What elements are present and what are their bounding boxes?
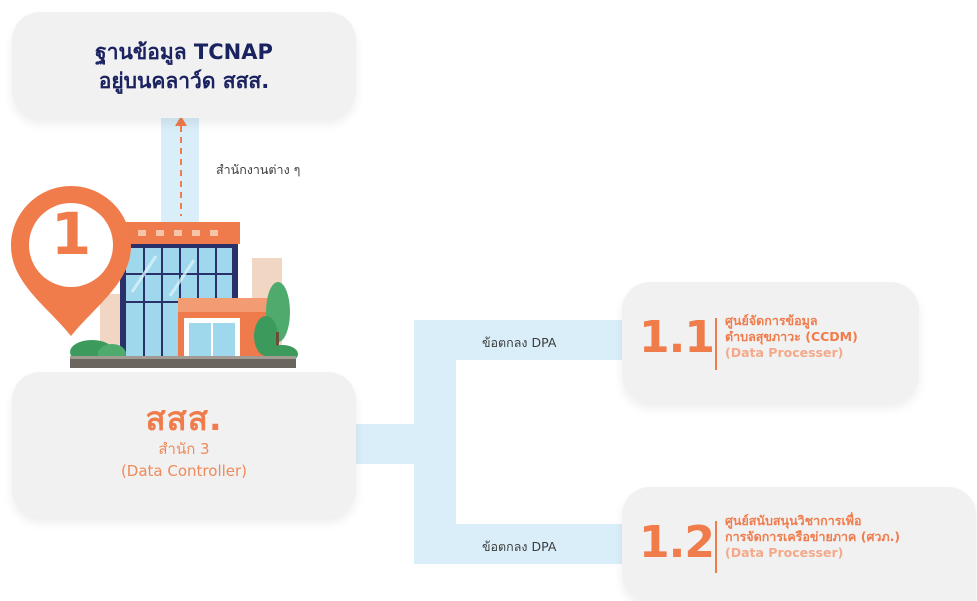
processor-box-1-1: 1.1 ศูนย์จัดการข้อมูล ตำบลสุขภาวะ (CCDM)… [622,282,919,402]
processor-number: 1.2 [639,517,715,568]
processor-role: (Data Processer) [725,545,844,560]
processor-divider [715,318,717,370]
processor-divider [715,521,717,573]
processor-name-line1: ศูนย์จัดการข้อมูล [725,313,818,328]
controller-subtitle: สำนัก 3 (Data Controller) [12,438,356,482]
cloud-title-line2: อยู่บนคลาว์ด สสส. [98,69,270,93]
controller-box: สสส. สำนัก 3 (Data Controller) [12,372,356,517]
location-pin-icon [11,186,131,336]
cloud-database-box: ฐานข้อมูล TCNAP อยู่บนคลาว์ด สสส. [12,12,356,118]
controller-title: สสส. [145,399,223,438]
upload-arrow-icon [175,116,187,216]
branch-top [414,320,626,360]
controller-role: (Data Controller) [120,462,248,480]
processor-box-1-2: 1.2 ศูนย์สนับสนุนวิชาการเพื่อ การจัดการเ… [622,487,976,601]
processor-name-line2: การจัดการเครือข่ายภาค (ศวภ.) [725,529,901,544]
controller-flow-stub [350,424,422,464]
branch-bottom [414,524,626,564]
processor-text: ศูนย์จัดการข้อมูล ตำบลสุขภาวะ (CCDM) (Da… [725,313,858,361]
agreement-label-1: ข้อตกลง DPA [482,335,557,350]
processor-text: ศูนย์สนับสนุนวิชาการเพื่อ การจัดการเครือ… [725,513,900,561]
upload-label: สำนักงานต่าง ๆ [216,162,301,177]
processor-number: 1.1 [639,312,715,363]
building-illustration [70,222,298,368]
cloud-title: ฐานข้อมูล TCNAP อยู่บนคลาว์ด สสส. [12,38,356,96]
branch-vertical [414,320,456,564]
marker-number: 1 [50,200,92,268]
controller-unit: สำนัก 3 [158,440,210,458]
processor-name-line2: ตำบลสุขภาวะ (CCDM) [725,329,858,344]
processor-name-line1: ศูนย์สนับสนุนวิชาการเพื่อ [725,513,862,528]
cloud-title-line1: ฐานข้อมูล TCNAP [95,40,273,64]
processor-role: (Data Processer) [725,345,844,360]
agreement-label-2: ข้อตกลง DPA [482,539,557,554]
